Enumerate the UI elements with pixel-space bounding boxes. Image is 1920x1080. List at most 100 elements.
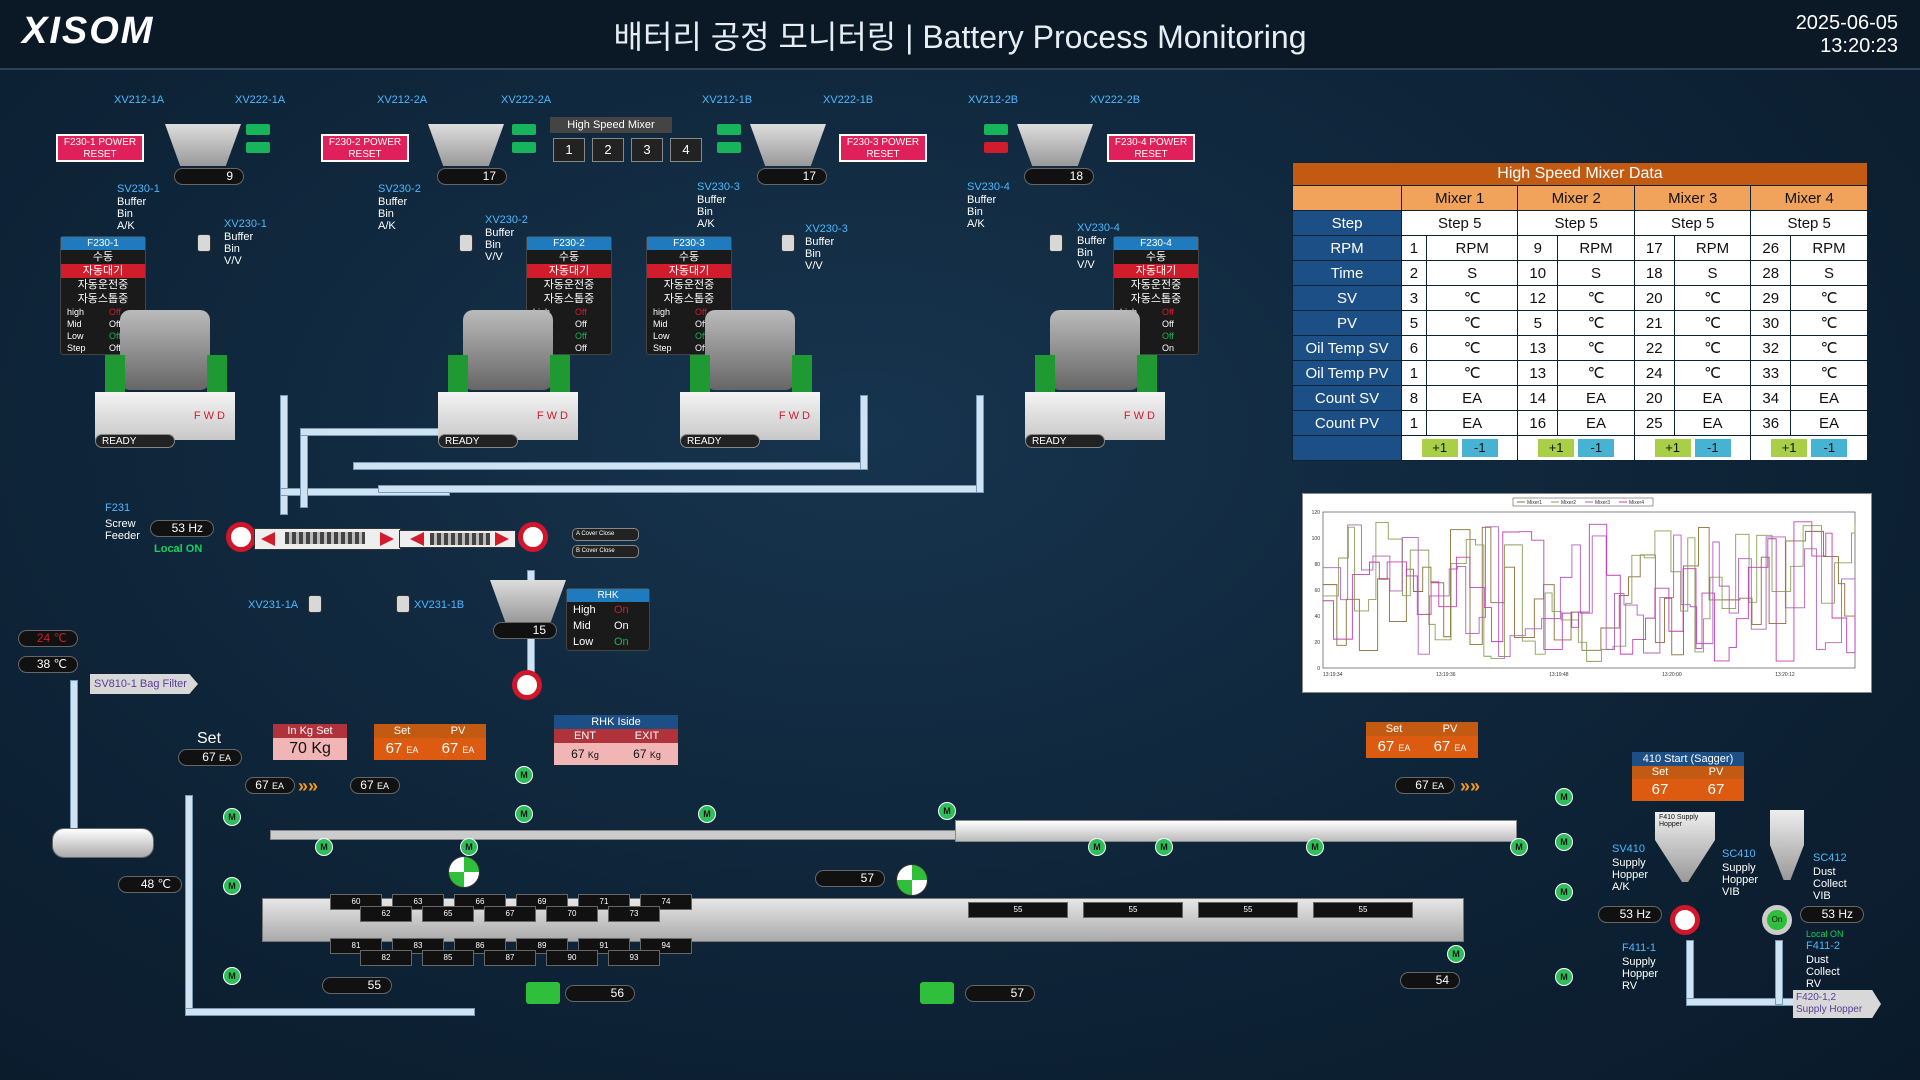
xv-tag: XV222-1B [823, 94, 874, 106]
table-cell: 12 [1517, 285, 1559, 311]
local-on-status: Local ON [1806, 929, 1844, 939]
pipe [1686, 940, 1694, 1005]
bag-filter-label: SV810-1 Bag Filter [90, 674, 198, 694]
motor-icon: M [515, 766, 533, 784]
unit-cell: ℃ [1557, 310, 1635, 336]
unit-cell: ℃ [1673, 335, 1752, 361]
conveyor-slot: 90 [546, 950, 598, 966]
unit-cell: S [1557, 260, 1635, 286]
series-line [1323, 526, 1856, 656]
minus-one-button[interactable]: -1 [1694, 439, 1731, 457]
local-on-status: Local ON [154, 543, 203, 555]
x-tick-label: 13:19:48 [1549, 672, 1569, 678]
table-cell: Step 5 [1633, 210, 1752, 236]
legend-entry: Mixer3 [1595, 500, 1610, 506]
unit-cell: ℃ [1790, 335, 1868, 361]
tank-icon [52, 828, 154, 858]
valve-icon[interactable] [1049, 234, 1063, 252]
power-reset-button[interactable]: F230-4 POWER RESET [1107, 134, 1195, 162]
motor-icon: M [1510, 838, 1528, 856]
column-header: Mixer 3 [1633, 185, 1752, 211]
table-cell: 36 [1750, 410, 1792, 436]
ready-status: READY [680, 434, 760, 448]
mixer-select-button-1[interactable]: 1 [553, 138, 585, 162]
buffer-bin-hopper [750, 124, 826, 166]
plus-one-button[interactable]: +1 [1654, 439, 1691, 457]
sv-tag: SV230-2 [378, 183, 421, 195]
plus-one-button[interactable]: +1 [1421, 439, 1458, 457]
unit-cell: EA [1557, 410, 1635, 436]
chevron-right-icon: »» [1460, 776, 1481, 796]
xv-tag: XV230-4 [1077, 222, 1120, 234]
conveyor-slot: 55 [1198, 902, 1298, 918]
valve-icon[interactable] [197, 234, 211, 252]
power-reset-button[interactable]: F230-3 POWER RESET [839, 134, 927, 162]
adjust-cell: +1 -1 [1517, 435, 1635, 461]
table-cell: 30 [1750, 310, 1792, 336]
unit-cell: ℃ [1790, 360, 1868, 386]
date-text: 2025-06-05 [1795, 12, 1898, 34]
minus-one-button[interactable]: -1 [1578, 439, 1615, 457]
plus-one-button[interactable]: +1 [1538, 439, 1575, 457]
pipe [976, 395, 984, 493]
pipe [300, 428, 440, 436]
hz-readout: 55 [322, 977, 392, 994]
rhk-hopper [490, 580, 566, 622]
unit-cell: ℃ [1673, 310, 1752, 336]
mixer-select-button-4[interactable]: 4 [670, 138, 702, 162]
x-tick-label: 13:20:12 [1775, 672, 1795, 678]
minus-one-button[interactable]: -1 [1461, 439, 1498, 457]
xv-tag: XV212-1A [114, 94, 165, 106]
row-label: Count SV [1292, 385, 1402, 411]
power-reset-button[interactable]: F230-1 POWER RESET [56, 134, 144, 162]
count-readout: 67 EA [245, 777, 295, 794]
conveyor-slot: 62 [360, 906, 412, 922]
xv-tag: XV230-1 [224, 218, 267, 230]
valve-icon[interactable] [396, 595, 410, 613]
unit-cell: ℃ [1790, 285, 1868, 311]
valve-icon[interactable] [308, 595, 322, 613]
screw-feeder-hz: 53 Hz [150, 520, 214, 537]
pipe [353, 462, 868, 470]
xv-tag: XV231-1A [248, 599, 299, 611]
datetime: 2025-06-05 13:20:23 [1796, 12, 1898, 58]
pipe [378, 485, 983, 493]
mixer-data-table: High Speed Mixer Data Mixer 1 Mixer 2 Mi… [1292, 162, 1868, 461]
motor-icon: M [1555, 883, 1573, 901]
unit-cell: ℃ [1790, 310, 1868, 336]
bin-weight-readout: 17 [437, 168, 507, 185]
roller-conveyor [270, 830, 972, 840]
unit-cell: ℃ [1557, 335, 1635, 361]
rotary-valve-icon [1670, 905, 1700, 935]
hz-readout: 54 [1400, 972, 1460, 989]
plus-one-button[interactable]: +1 [1771, 439, 1808, 457]
conveyor-slot: 67 [484, 906, 536, 922]
pipe [300, 428, 308, 508]
pipe [280, 395, 288, 515]
valve-icon[interactable] [459, 234, 473, 252]
table-cell: 33 [1750, 360, 1792, 386]
conveyor-slot: 70 [546, 906, 598, 922]
minus-one-button[interactable]: -1 [1811, 439, 1848, 457]
y-tick-label: 0 [1317, 666, 1320, 672]
valve-icon[interactable] [781, 234, 795, 252]
x-tick-label: 13:20:00 [1662, 672, 1682, 678]
sc410-tag: SC410 [1722, 848, 1756, 860]
unit-cell: RPM [1673, 235, 1752, 261]
fan-icon [896, 864, 928, 896]
y-tick-label: 20 [1314, 640, 1320, 646]
mixer-select-button-3[interactable]: 3 [631, 138, 663, 162]
row-label: SV [1292, 285, 1402, 311]
fan-icon [448, 856, 480, 888]
power-reset-button[interactable]: F230-2 POWER RESET [321, 134, 409, 162]
in-kg-value[interactable]: 70 [289, 740, 307, 757]
status-led [512, 142, 536, 153]
mixer-select-button-2[interactable]: 2 [592, 138, 624, 162]
motor-icon: M [938, 802, 956, 820]
